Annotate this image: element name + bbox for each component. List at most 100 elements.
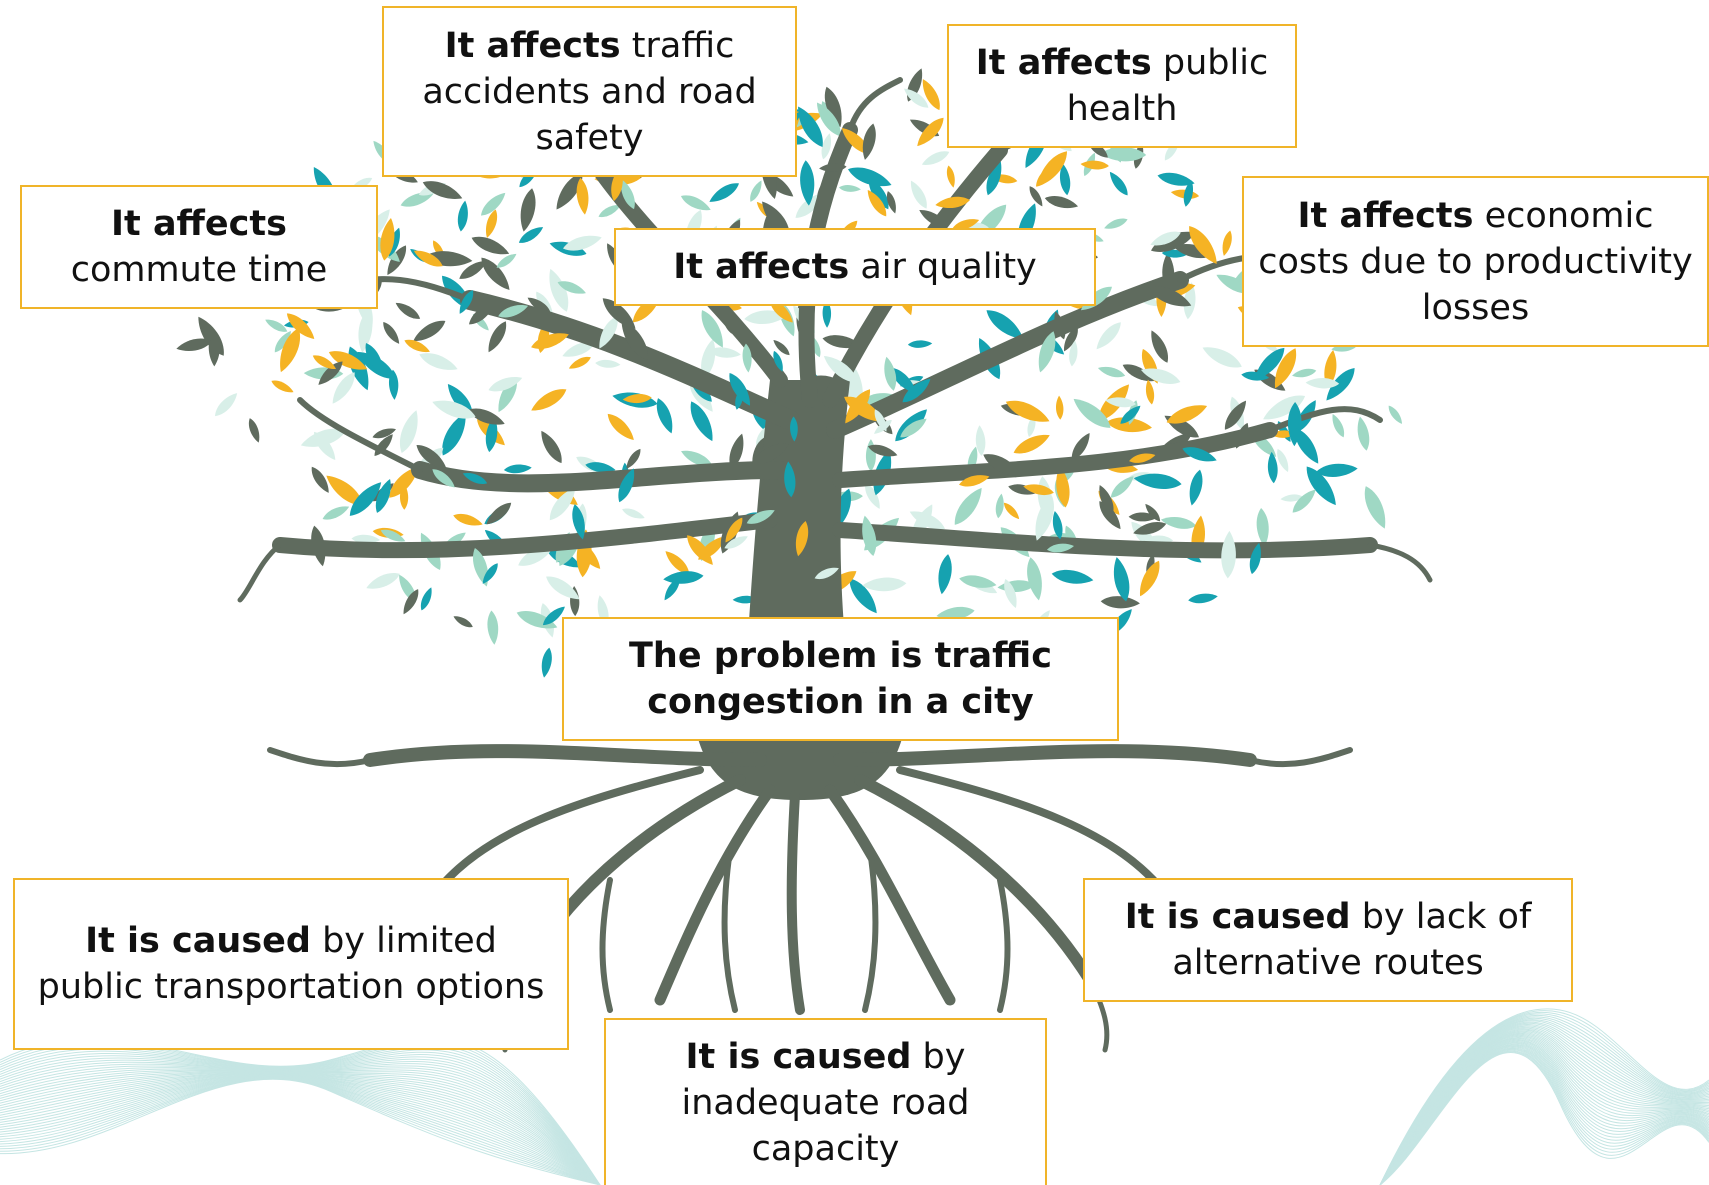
leaf-icon	[622, 508, 645, 519]
leaf-icon	[1100, 596, 1140, 609]
leaf-icon	[1140, 560, 1160, 597]
wave-line	[0, 1074, 601, 1185]
leaf-icon	[725, 517, 743, 543]
leaf-icon	[383, 322, 400, 344]
leaf-icon	[750, 180, 762, 202]
cause-lead: It is caused	[1124, 897, 1351, 937]
leaf-icon	[403, 589, 419, 615]
leaf-icon	[886, 191, 896, 214]
leaf-icon	[952, 219, 980, 231]
leaf-icon	[375, 478, 391, 513]
leaf-icon	[1306, 466, 1336, 506]
leaf-icon	[576, 177, 589, 215]
leaf-icon	[1324, 350, 1337, 388]
effect-lead: It affects	[444, 25, 621, 66]
leaf-icon	[572, 504, 585, 540]
leaf-icon	[542, 606, 565, 626]
wave-line	[1379, 1019, 1709, 1185]
wave-line	[0, 1074, 601, 1185]
leaf-icon	[527, 297, 551, 314]
leaf-icon	[1357, 416, 1370, 451]
branch	[272, 512, 778, 559]
leaf-icon	[404, 339, 430, 353]
leaf-icon	[1294, 427, 1319, 464]
leaf-icon	[595, 359, 621, 368]
leaf-icon	[1254, 347, 1285, 380]
wave-line	[0, 1073, 601, 1185]
leaf-icon	[1071, 432, 1090, 461]
cause-box-road-capacity: It is caused by inadequate road capacity	[604, 1018, 1047, 1185]
leaf-icon	[841, 128, 870, 154]
wave-line	[0, 1071, 601, 1185]
leaf-icon	[773, 340, 790, 356]
wave-line	[0, 1072, 601, 1185]
leaf-icon	[865, 439, 876, 472]
leaf-icon	[399, 410, 418, 453]
leaf-icon	[481, 257, 510, 290]
leaf-icon	[1035, 496, 1054, 541]
leaf-icon	[884, 356, 897, 391]
leaf-icon	[845, 389, 871, 424]
leaf-icon	[946, 165, 955, 188]
leaf-icon	[890, 367, 917, 394]
effect-box-air-quality: It affects air quality	[614, 228, 1096, 306]
effect-box-public-health: It affects public health	[947, 24, 1297, 148]
leaf-icon	[917, 117, 944, 147]
leaf-icon	[1292, 368, 1317, 378]
leaf-icon	[935, 196, 970, 209]
leaf-icon	[1145, 379, 1155, 405]
leaf-icon	[599, 316, 618, 349]
leaf-icon	[1023, 484, 1054, 496]
leaf-icon	[602, 298, 636, 329]
leaf-icon	[1122, 364, 1155, 382]
wave-line	[0, 1078, 601, 1185]
wave-line	[1379, 1014, 1709, 1185]
leaf-icon	[1106, 417, 1152, 433]
leaf-icon	[442, 412, 466, 456]
leaf-icon	[248, 418, 260, 443]
leaf-icon	[332, 372, 355, 404]
leaf-icon	[1292, 489, 1316, 513]
leaf-icon	[1326, 368, 1355, 401]
leaf-icon	[1113, 557, 1130, 602]
leaf-icon	[457, 200, 468, 232]
effect-lead: It affects	[975, 43, 1152, 83]
leaf-icon	[1249, 542, 1261, 575]
effect-text: economic costs due to productivity losse…	[1258, 195, 1693, 328]
leaf-icon	[549, 487, 576, 521]
leaf-icon	[848, 167, 892, 187]
leaf-icon	[861, 393, 897, 405]
leaf-icon	[349, 482, 382, 516]
wave-line	[0, 1069, 601, 1185]
leaf-icon	[865, 483, 880, 509]
effect-lead: It affects	[673, 247, 850, 287]
leaf-icon	[1038, 331, 1056, 373]
leaf-icon	[416, 444, 447, 470]
core-problem-text: The problem is traffic congestion in a c…	[629, 636, 1052, 722]
branch	[826, 271, 1189, 439]
leaf-icon	[708, 347, 741, 358]
leaf-icon	[1044, 195, 1079, 209]
leaf-icon	[326, 475, 364, 506]
leaf-icon	[498, 305, 529, 318]
effect-lead: It affects	[111, 204, 287, 244]
leaf-icon	[1222, 230, 1232, 256]
leaf-icon	[907, 340, 933, 348]
leaf-icon	[358, 310, 373, 353]
leaf-icon	[681, 450, 713, 467]
leaf-icon	[790, 416, 798, 442]
leaf-icon	[1221, 530, 1236, 579]
wave-line	[0, 1075, 601, 1185]
leaf-icon	[701, 339, 716, 379]
wave-line	[0, 1074, 601, 1185]
leaf-icon	[664, 578, 680, 601]
leaf-icon	[486, 502, 512, 525]
leaf-icon	[1110, 476, 1134, 498]
wave-line	[0, 1063, 601, 1185]
leaf-icon	[762, 201, 790, 236]
leaf-icon	[312, 355, 336, 369]
leaf-icon	[986, 310, 1024, 340]
wave-line	[0, 1075, 601, 1185]
wave-line	[1379, 1020, 1709, 1185]
leaf-icon	[1027, 557, 1042, 601]
